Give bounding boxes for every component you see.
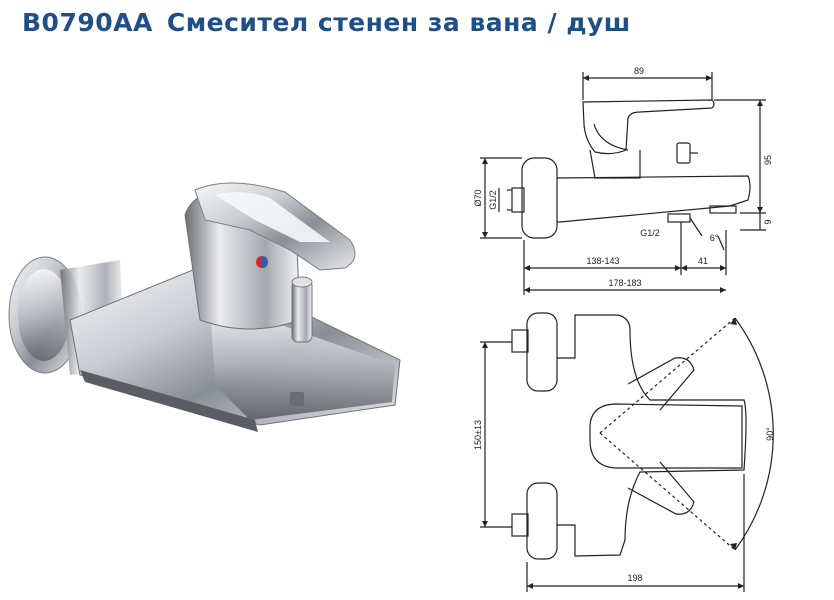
dim-center-distance: 150±13 (473, 420, 483, 450)
product-photo (8, 182, 401, 432)
dim-top-width: 89 (634, 66, 644, 76)
page-title: B0790AA Смесител стенен за вана / душ (22, 8, 631, 37)
product-name: Смесител стенен за вана / душ (166, 8, 631, 37)
dim-thread-inlet: G1/2 (488, 190, 498, 210)
dim-depth-range-1: 138-143 (586, 256, 619, 266)
product-code: B0790AA (22, 8, 153, 37)
dim-rotation-angle: 90° (765, 427, 775, 441)
dim-thread-outlet: G1/2 (640, 228, 660, 238)
dim-angle-small: 6° (710, 233, 719, 243)
dim-spout-gap: 41 (698, 256, 708, 266)
dim-total-width: 198 (627, 573, 642, 583)
dim-spout-offset: 9 (763, 219, 773, 224)
dim-height: 95 (763, 155, 773, 165)
dim-diameter: Ø70 (473, 189, 483, 206)
dim-depth-range-2: 178-183 (608, 278, 641, 288)
